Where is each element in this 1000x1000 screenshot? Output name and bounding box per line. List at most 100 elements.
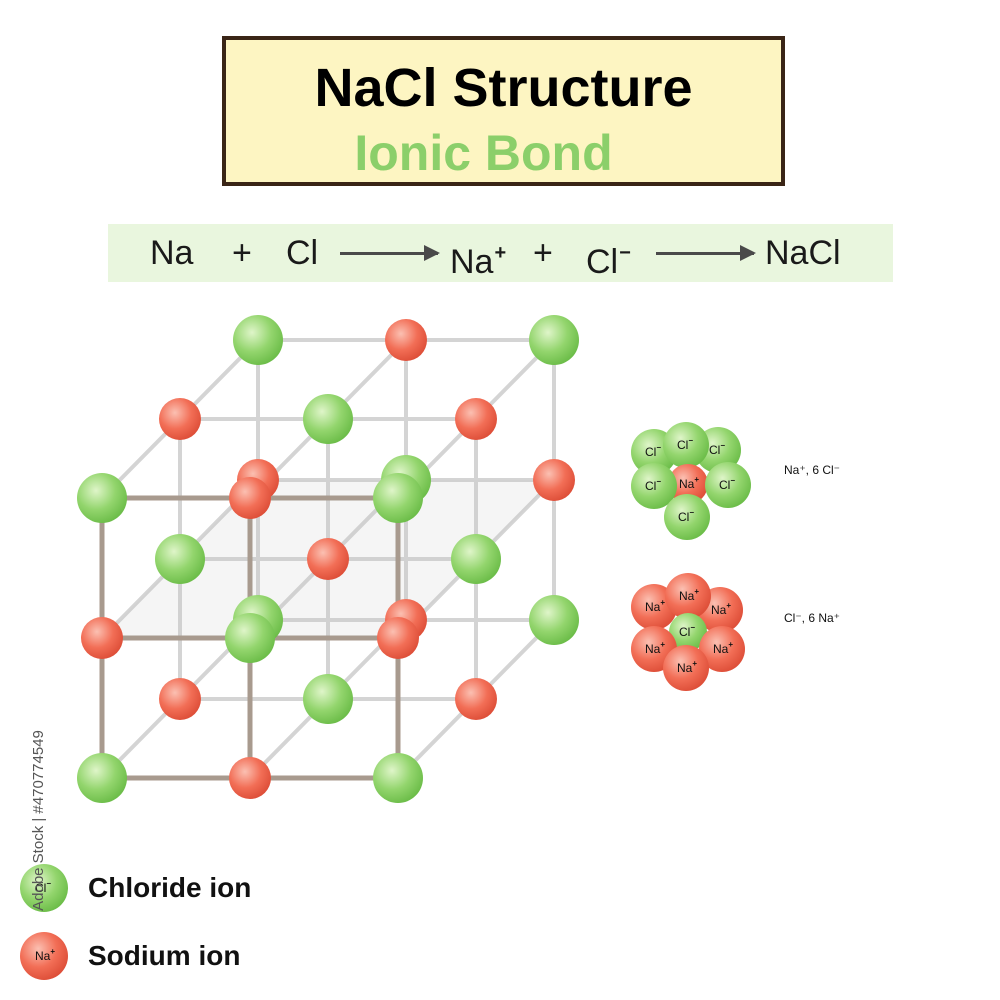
ion-charge: −	[46, 879, 51, 888]
chloride-atom	[303, 674, 353, 724]
eq-plus-2: +	[533, 234, 553, 272]
ion-label: Cl−	[719, 476, 735, 492]
ion-charge: +	[726, 601, 731, 610]
ion-symbol: Cl	[645, 445, 656, 459]
sodium-atom	[377, 617, 419, 659]
ion-charge: −	[730, 476, 735, 485]
ion-charge: −	[689, 508, 694, 517]
ion-symbol: Na	[713, 642, 729, 656]
sodium-atom	[159, 678, 201, 720]
equation-band	[108, 224, 893, 282]
chloride-sphere	[705, 462, 751, 508]
ion-label: Cl−	[677, 436, 693, 452]
eq-chloride-ion-charge: −	[619, 242, 631, 264]
ion-symbol: Cl	[709, 443, 720, 457]
ion-symbol: Na	[711, 603, 727, 617]
chloride-atom	[529, 595, 579, 645]
ion-symbol: Cl	[679, 625, 690, 639]
watermark: Adobe Stock | #470774549	[29, 730, 47, 911]
eq-plus-1: +	[232, 234, 252, 272]
central-sodium: Na+	[668, 464, 708, 504]
legend-chloride-label: Chloride ion	[88, 872, 252, 903]
ion-charge: +	[728, 640, 733, 649]
chloride-sphere	[664, 494, 710, 540]
ion-symbol: Cl	[35, 881, 46, 895]
legend-sodium-label: Sodium ion	[88, 940, 241, 971]
eq-chloride-ion-symbol: Cl	[586, 243, 619, 281]
ion-charge: +	[660, 640, 665, 649]
chloride-neighbor: Cl−	[663, 422, 709, 468]
sodium-atom	[307, 538, 349, 580]
ion-symbol: Cl	[678, 510, 689, 524]
eq-sodium-ion-charge: +	[494, 242, 507, 264]
chloride-atom	[77, 753, 127, 803]
chloride-neighbor: Cl−	[664, 494, 710, 540]
ion-symbol: Cl	[645, 479, 656, 493]
eq-chloride-ion: Cl−	[586, 233, 631, 282]
sodium-atom	[455, 398, 497, 440]
chloride-sphere	[669, 613, 707, 651]
ion-charge: −	[656, 477, 661, 486]
eq-product: NaCl	[765, 234, 841, 272]
sodium-atom	[385, 319, 427, 361]
chloride-atom	[77, 473, 127, 523]
ion-symbol: Cl	[719, 478, 730, 492]
chloride-sphere	[631, 463, 677, 509]
chloride-sphere	[663, 422, 709, 468]
na-coordination-cluster: Cl−Cl−Cl−Na+Cl−Cl−Cl−	[631, 422, 751, 540]
sodium-neighbor: Na+	[665, 573, 711, 619]
page-title: NaCl Structure	[314, 58, 693, 118]
sodium-sphere	[20, 932, 68, 980]
sodium-atom	[159, 398, 201, 440]
eq-sodium-ion-symbol: Na	[450, 243, 494, 281]
sodium-sphere	[665, 573, 711, 619]
coordination-clusters: Cl−Cl−Cl−Na+Cl−Cl−Cl−Na+Na+Na+Cl−Na+Na+N…	[631, 422, 751, 691]
sodium-atom	[229, 477, 271, 519]
sodium-atom	[81, 617, 123, 659]
ion-symbol: Na	[679, 589, 695, 603]
sodium-atom	[455, 678, 497, 720]
ion-symbol: Cl	[677, 438, 688, 452]
ion-label: Cl−	[645, 477, 661, 493]
eq-sodium-ion: Na+	[450, 233, 506, 282]
ion-charge: +	[660, 598, 665, 607]
chloride-atom	[451, 534, 501, 584]
ion-symbol: Na	[35, 949, 51, 963]
ion-label: Na+	[679, 475, 699, 491]
chloride-atom	[373, 753, 423, 803]
eq-arrow-1	[340, 245, 440, 261]
legend-sodium-sphere: Na+	[20, 932, 68, 980]
sodium-atom	[533, 459, 575, 501]
chloride-atom	[155, 534, 205, 584]
ion-label: Cl−	[645, 443, 661, 459]
ion-label: Cl−	[679, 623, 695, 639]
ion-label: Na+	[645, 640, 665, 656]
ion-label: Na+	[35, 947, 55, 963]
chloride-atom	[529, 315, 579, 365]
ion-label: Na+	[679, 587, 699, 603]
ion-symbol: Na	[677, 661, 693, 675]
page-subtitle: Ionic Bond	[354, 125, 613, 181]
central-chloride: Cl−	[669, 613, 707, 651]
sodium-sphere	[668, 464, 708, 504]
chloride-atom	[233, 315, 283, 365]
sodium-neighbor: Na+	[663, 645, 709, 691]
eq-chlorine-atom: Cl	[286, 234, 319, 272]
legend-chloride-sphere: Cl−	[20, 864, 68, 912]
ion-charge: +	[692, 659, 697, 668]
chloride-atom	[225, 613, 275, 663]
ion-symbol: Na	[645, 642, 661, 656]
chloride-atom	[303, 394, 353, 444]
ion-label: Cl−	[678, 508, 694, 524]
ion-symbol: Na	[645, 600, 661, 614]
legend-atoms: Cl− Na+	[20, 864, 68, 980]
chloride-sphere	[20, 864, 68, 912]
cl-coordination-label: Cl⁻, 6 Na⁺	[784, 611, 841, 625]
ion-label: Na+	[711, 601, 731, 617]
chloride-neighbor: Cl−	[631, 463, 677, 509]
ion-label: Cl−	[35, 879, 51, 895]
chloride-neighbor: Cl−	[705, 462, 751, 508]
eq-sodium-atom: Na	[150, 234, 194, 272]
ion-charge: −	[690, 623, 695, 632]
